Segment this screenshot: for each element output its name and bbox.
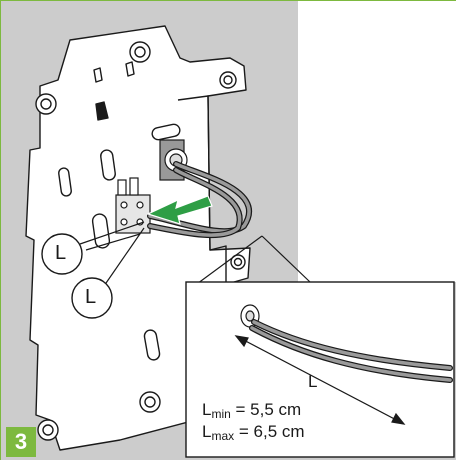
dimension-arrow	[234, 335, 406, 425]
white-area	[298, 0, 456, 282]
detail-box	[185, 281, 455, 458]
insert-arrow	[146, 195, 213, 225]
callout-label-2: L	[85, 286, 97, 308]
callout-leaders	[79, 221, 145, 287]
callout-circle-2	[71, 277, 113, 319]
wires	[147, 161, 252, 239]
callout-circle-1	[41, 233, 83, 275]
step-number-badge: 3	[6, 427, 36, 457]
length-label: L	[308, 372, 318, 391]
callout-label-1: L	[55, 242, 67, 264]
length-max: Lmax = 6,5 cm	[202, 422, 305, 443]
length-min: Lmin = 5,5 cm	[202, 400, 302, 421]
